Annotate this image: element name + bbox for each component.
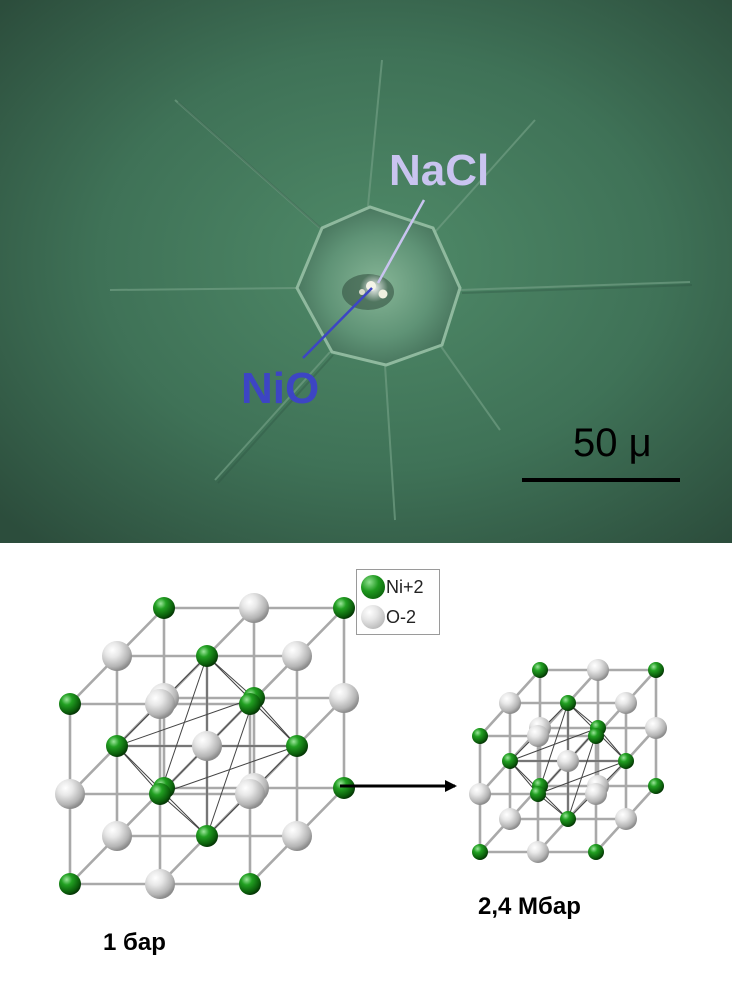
scale-bar-label: 50 μ <box>573 421 652 465</box>
o-atom <box>615 692 637 714</box>
o-atom <box>527 725 549 747</box>
ni-atom <box>648 662 664 678</box>
ni-atom <box>588 844 604 860</box>
nacl-pointer-line <box>376 199 426 284</box>
ni-atom <box>153 597 175 619</box>
legend-item-ni: Ni+2 <box>361 573 424 601</box>
o-atom <box>585 783 607 805</box>
o-atom <box>469 783 491 805</box>
ni-atom <box>472 844 488 860</box>
lattice-atoms <box>55 593 359 899</box>
ni-atom <box>472 728 488 744</box>
ni-atom <box>560 695 576 711</box>
lattice-atoms <box>469 659 667 863</box>
o-atom <box>102 821 132 851</box>
ni-atom <box>532 662 548 678</box>
ni-atom <box>239 693 261 715</box>
ni-atom <box>502 753 518 769</box>
o-atom <box>145 869 175 899</box>
ni-atom <box>149 783 171 805</box>
ni-atom <box>648 778 664 794</box>
lattice-1bar <box>55 593 359 899</box>
o-atom <box>615 808 637 830</box>
anvil-facets <box>109 59 691 521</box>
ni-atom <box>530 786 546 802</box>
lattice-diagram <box>55 593 667 899</box>
white-sphere-icon <box>361 605 385 629</box>
ni-atom <box>59 873 81 895</box>
ni-atom <box>618 753 634 769</box>
nacl-label: NaCl <box>389 146 490 195</box>
legend-label-ni: Ni+2 <box>386 576 424 597</box>
ni-atom <box>239 873 261 895</box>
green-sphere-icon <box>361 575 385 599</box>
ni-atom <box>196 825 218 847</box>
ni-atom <box>106 735 128 757</box>
o-atom <box>235 779 265 809</box>
nio-pointer-line <box>302 287 373 359</box>
legend: Ni+2 O-2 <box>356 569 440 635</box>
o-atom <box>239 593 269 623</box>
o-atom <box>557 750 579 772</box>
o-atom <box>145 689 175 719</box>
caption-2-4-mbar: 2,4 Мбар <box>478 893 581 920</box>
o-atom <box>55 779 85 809</box>
o-atom <box>587 659 609 681</box>
o-atom <box>192 731 222 761</box>
o-atom <box>499 808 521 830</box>
o-atom <box>499 692 521 714</box>
scale-bar <box>522 478 680 482</box>
o-atom <box>527 841 549 863</box>
o-atom <box>282 641 312 671</box>
ni-atom <box>59 693 81 715</box>
ni-atom <box>588 728 604 744</box>
ni-atom <box>196 645 218 667</box>
o-atom <box>329 683 359 713</box>
legend-label-o: O-2 <box>386 606 417 627</box>
ni-atom <box>560 811 576 827</box>
nio-label: NiO <box>241 364 320 413</box>
micrograph-photo <box>0 0 732 543</box>
ni-atom <box>286 735 308 757</box>
o-atom <box>102 641 132 671</box>
legend-item-o: O-2 <box>361 603 416 631</box>
o-atom <box>645 717 667 739</box>
ni-atom <box>333 777 355 799</box>
lattice-2-4mbar <box>469 659 667 863</box>
o-atom <box>282 821 312 851</box>
ni-atom <box>333 597 355 619</box>
caption-1-bar: 1 бар <box>103 929 166 956</box>
